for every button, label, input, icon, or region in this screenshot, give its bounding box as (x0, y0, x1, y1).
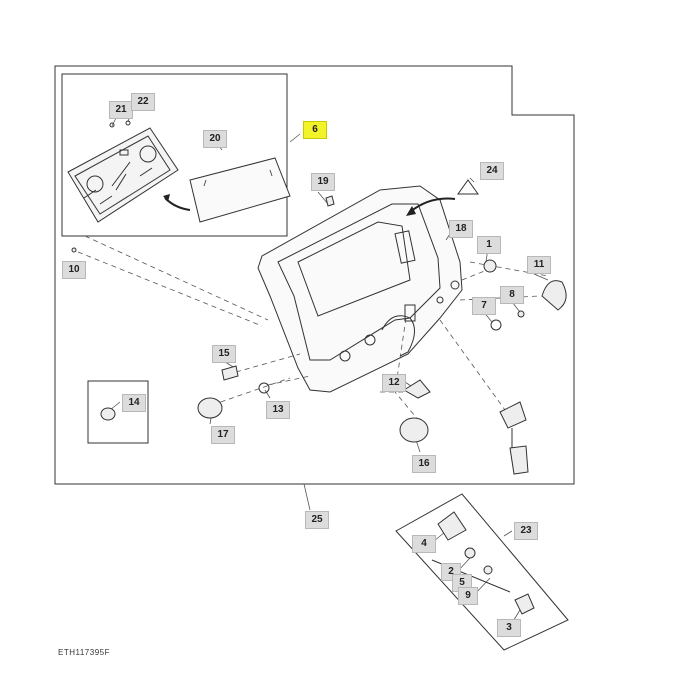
callout-22: 22 (131, 93, 155, 111)
callout-9: 9 (458, 587, 478, 605)
callout-3: 3 (497, 619, 521, 637)
callout-7: 7 (472, 297, 496, 315)
callout-10: 10 (62, 261, 86, 279)
callout-11: 11 (527, 256, 551, 274)
part-14-box (87, 380, 149, 444)
callout-23: 23 (514, 522, 538, 540)
callout-25: 25 (305, 511, 329, 529)
screen-cover-drawing (189, 157, 291, 223)
dashboard-housing-drawing (257, 185, 463, 393)
callout-18: 18 (449, 220, 473, 238)
assembly-outline (54, 65, 575, 485)
callout-16: 16 (412, 455, 436, 473)
switch-box-drawing (395, 493, 569, 651)
callout-13: 13 (266, 401, 290, 419)
callout-8: 8 (500, 286, 524, 304)
callout-19: 19 (311, 173, 335, 191)
callout-20: 20 (203, 130, 227, 148)
callout-24: 24 (480, 162, 504, 180)
inset-arrow (164, 197, 191, 211)
callout-21: 21 (109, 101, 133, 119)
figure-code: ETH117395F (58, 648, 110, 657)
instrument-cluster-drawing (67, 120, 179, 223)
leader-lines (77, 235, 549, 423)
inset-box (61, 73, 288, 237)
callout-14: 14 (122, 394, 146, 412)
callout-1: 1 (477, 236, 501, 254)
callout-15: 15 (212, 345, 236, 363)
callout-6: 6 (303, 121, 327, 139)
callout-17: 17 (211, 426, 235, 444)
callout-12: 12 (382, 374, 406, 392)
callout-4: 4 (412, 535, 436, 553)
small-parts-drawing (71, 179, 567, 475)
